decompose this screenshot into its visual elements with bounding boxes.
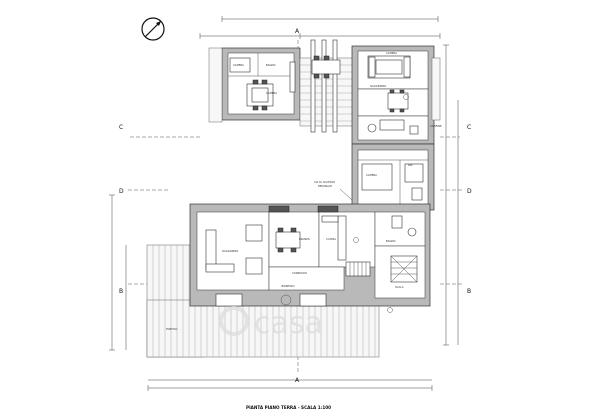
room-portico: PORTICO xyxy=(166,327,177,331)
section-d-left: D xyxy=(119,188,124,195)
corridor-block xyxy=(351,143,435,211)
section-b-right: B xyxy=(467,288,471,295)
room-bagno-se: BAGNO xyxy=(386,239,396,243)
section-a-bottom: A xyxy=(295,377,300,384)
north-west-block xyxy=(208,47,301,123)
room-camera-ne: CAMERA xyxy=(386,51,397,55)
north-arrow-icon xyxy=(141,17,165,41)
section-a-top: A xyxy=(295,28,300,35)
room-soggiorno-ne: SOGGIORNO xyxy=(370,84,386,88)
room-scala: SCALA xyxy=(395,285,404,289)
main-south-block xyxy=(189,203,431,313)
room-corridoio: CORRIDOIO xyxy=(292,271,307,275)
section-markers xyxy=(128,40,462,374)
room-bagno-nw: BAGNO xyxy=(266,63,276,67)
section-c-right: C xyxy=(467,124,471,131)
section-b-left: B xyxy=(119,288,123,295)
top-dimension-lines xyxy=(199,16,441,39)
north-east-block xyxy=(351,45,441,145)
section-d-right: D xyxy=(467,188,472,195)
drawing-title: PIANTA PIANO TERRA - SCALA 1:100 xyxy=(246,405,331,410)
room-camera-w2: CAMERA xyxy=(266,91,277,95)
section-c-left: C xyxy=(119,124,123,131)
room-camera-e2: CAMERA xyxy=(366,173,377,177)
note-percorso-line2: PEDONALE xyxy=(318,184,332,188)
room-pranzo: PRANZO xyxy=(299,237,310,241)
note-confine: CONFINE xyxy=(430,124,442,128)
watermark-text: casa xyxy=(254,306,323,341)
room-camera-nw: CAMERA xyxy=(233,63,244,67)
portico-deck xyxy=(146,244,380,358)
room-ingresso: INGRESSO xyxy=(281,284,295,288)
room-cucina: CUCINA xyxy=(326,237,336,241)
room-ripostiglio: RIP. xyxy=(408,163,413,167)
watermark: casa xyxy=(219,306,323,341)
right-dimension-lines xyxy=(443,44,459,346)
pergola-deck xyxy=(299,39,356,133)
bottom-dimension-lines xyxy=(147,379,433,391)
room-soggiorno: SOGGIORNO xyxy=(222,249,238,253)
note-percorso-line1: VIA DI ACCESSO xyxy=(314,180,335,184)
